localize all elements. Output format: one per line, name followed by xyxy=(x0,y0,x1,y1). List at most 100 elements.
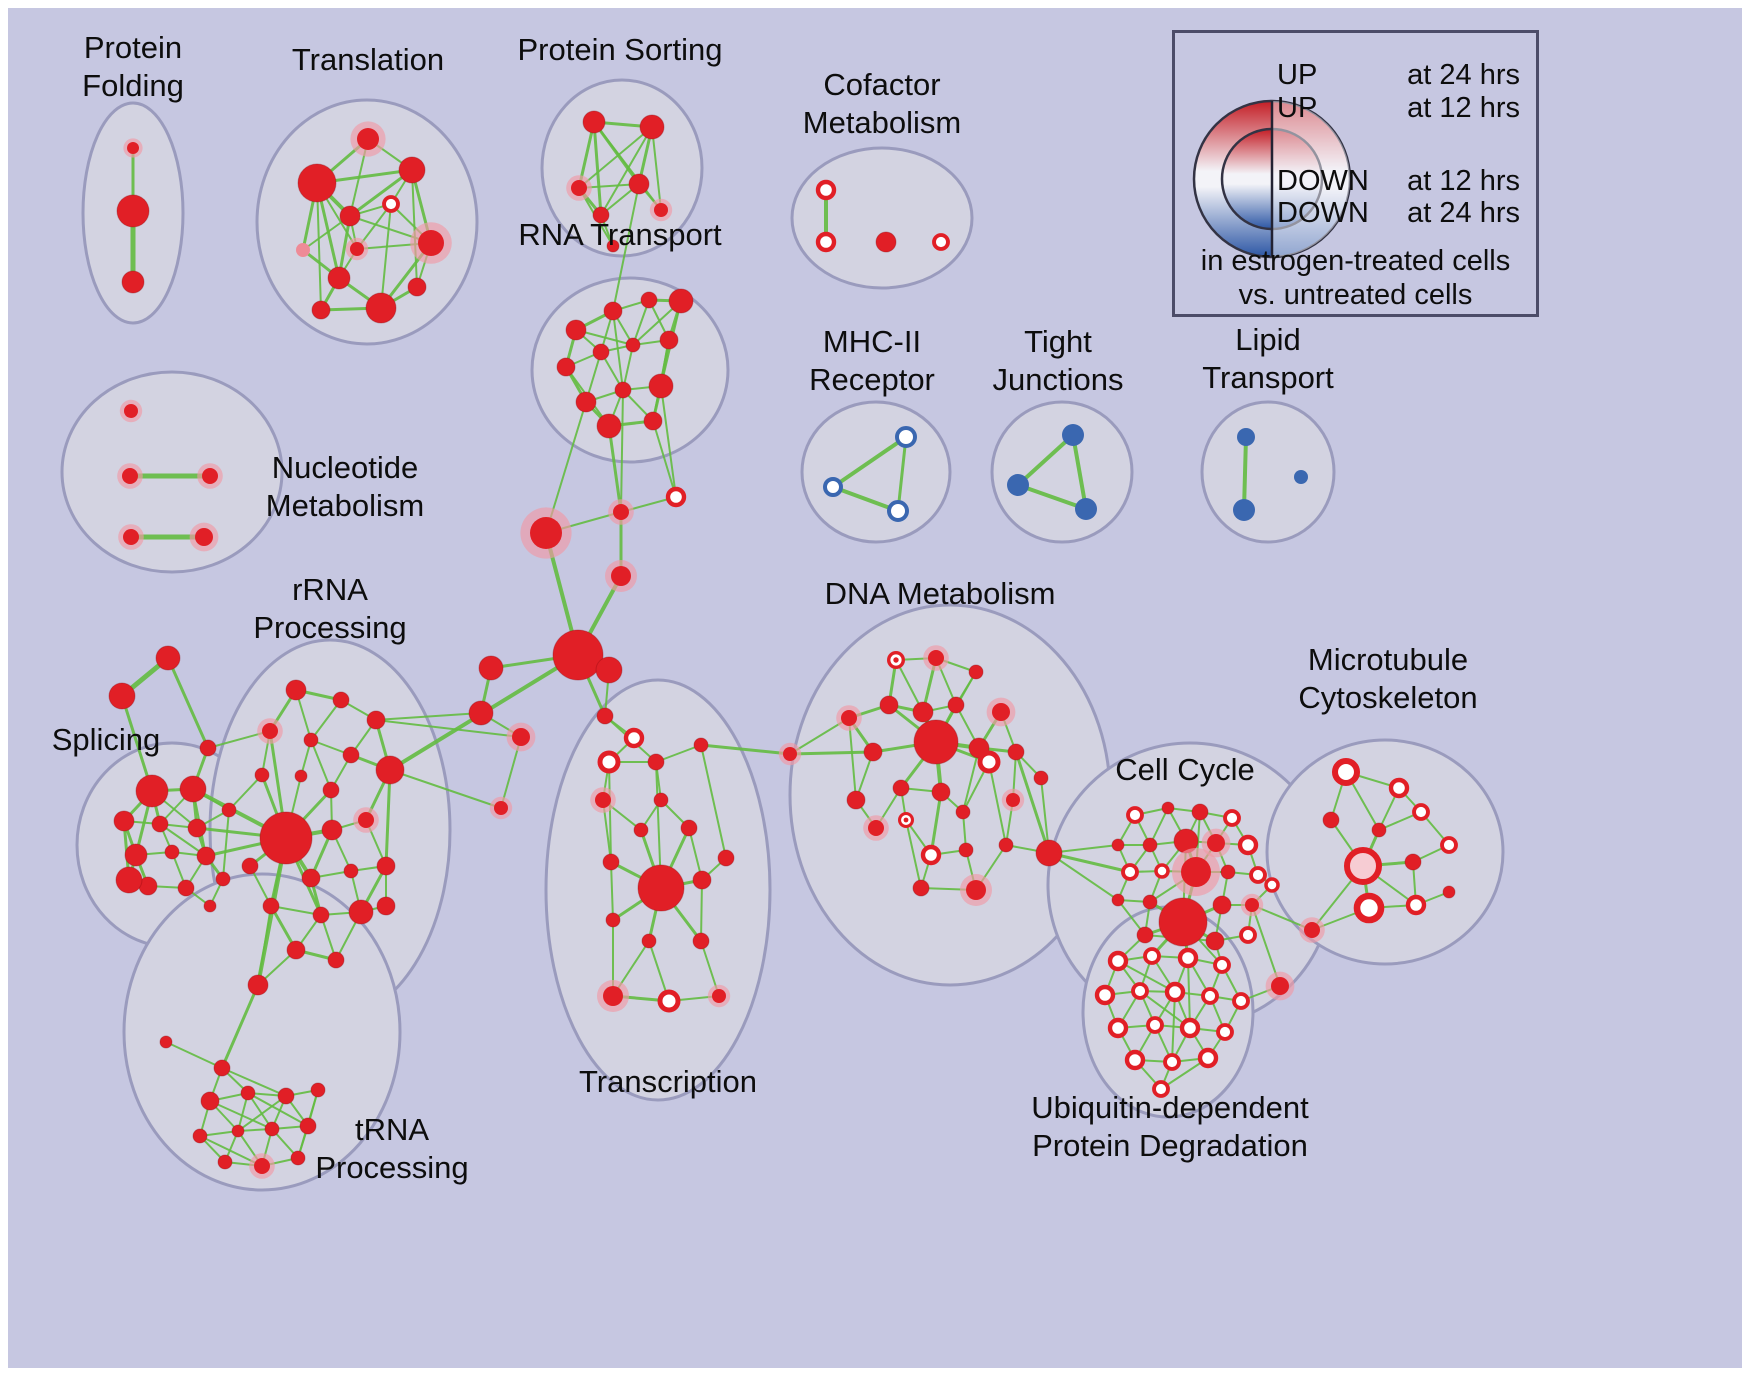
node-red-dna-metabolism-25 xyxy=(1033,770,1049,786)
cluster-label-nucleotide-metabolism: Nucleotide xyxy=(272,450,418,485)
node-halo-translation-5 xyxy=(410,222,452,264)
node-red-rrna-processing-19 xyxy=(348,899,374,925)
node-ring-ubiquitin-4 xyxy=(1094,984,1116,1006)
node-red-translation-2 xyxy=(398,156,426,184)
node-red-free-17 xyxy=(199,739,217,757)
edge xyxy=(620,389,624,513)
node-red-dna-metabolism-8 xyxy=(913,719,959,765)
node-red-cell-cycle-4 xyxy=(1111,838,1125,852)
node-red-rrna-processing-5 xyxy=(342,746,360,764)
edge xyxy=(220,983,260,1070)
node-ring-ubiquitin-5 xyxy=(1131,982,1149,1000)
cluster-label-cofactor-metabolism: Cofactor xyxy=(823,67,940,102)
edge xyxy=(700,744,727,859)
node-red-trna-processing-9 xyxy=(264,1121,280,1137)
node-red-protein-sorting-0 xyxy=(582,110,606,134)
edge xyxy=(1139,990,1191,1029)
node-red-trna-processing-3 xyxy=(200,1091,220,1111)
node-ring-ubiquitin-16 xyxy=(1152,1080,1170,1098)
node-red-translation-10 xyxy=(407,277,427,297)
node-ring-microtubule-cytoskeleton-7 xyxy=(1440,836,1458,854)
node-red-rrna-processing-13 xyxy=(241,857,259,875)
edge xyxy=(607,424,623,514)
node-red-protein-sorting-4 xyxy=(592,206,610,224)
edge xyxy=(848,717,857,801)
node-red-trna-processing-11 xyxy=(217,1154,233,1170)
node-red-protein-folding-2 xyxy=(121,270,145,294)
node-red-rrna-processing-17 xyxy=(262,897,280,915)
node-red-rna-transport-1 xyxy=(603,301,623,321)
node-red-rrna-processing-21 xyxy=(327,951,345,969)
edge xyxy=(592,120,603,217)
node-halo-transcription-3 xyxy=(590,787,616,813)
node-halo-rrna-processing-3 xyxy=(257,718,283,744)
node-halo-translation-11 xyxy=(345,237,369,261)
node-red-transcription-5 xyxy=(633,822,649,838)
cluster-label-rrna-processing: Processing xyxy=(253,610,406,645)
node-ring-dna-metabolism-19 xyxy=(920,844,942,866)
edge xyxy=(831,485,900,513)
node-ring-ubiquitin-8 xyxy=(1232,992,1250,1010)
cluster-label-ubiquitin: Protein Degradation xyxy=(1032,1128,1308,1163)
edge xyxy=(831,435,908,489)
edge xyxy=(375,719,522,738)
node-red-dna-metabolism-4 xyxy=(879,695,899,715)
cluster-label-trna-processing: Processing xyxy=(315,1150,468,1185)
node-red-splicing-4 xyxy=(187,818,207,838)
node-blue-tight-junctions-1 xyxy=(1007,474,1029,496)
node-red-rna-transport-7 xyxy=(659,330,679,350)
edge xyxy=(578,126,653,189)
node-red-cell-cycle-1 xyxy=(1161,801,1175,815)
node-halo-dna-metabolism-7 xyxy=(986,697,1016,727)
node-halo-free-8 xyxy=(506,722,536,752)
edge xyxy=(247,1092,273,1130)
node-red-dna-metabolism-22 xyxy=(912,879,930,897)
edge xyxy=(411,169,418,288)
node-ring-microtubule-cytoskeleton-1 xyxy=(1388,777,1410,799)
node-red-rrna-processing-16 xyxy=(376,856,396,876)
node-ring-cofactor-metabolism-0 xyxy=(815,179,837,201)
node-red-rna-transport-4 xyxy=(556,357,576,377)
node-red-dna-metabolism-11 xyxy=(863,742,883,762)
node-ring-cell-cycle-22 xyxy=(1239,926,1257,944)
node-red-splicing-0 xyxy=(135,774,169,808)
node-red-cell-cycle-21 xyxy=(1205,931,1225,951)
node-red-translation-0 xyxy=(297,163,337,203)
node-red-rrna-processing-11 xyxy=(321,819,343,841)
edge xyxy=(699,743,792,756)
node-halo-nucleotide-metabolism-4 xyxy=(189,522,219,552)
edge xyxy=(1187,957,1191,1029)
node-red-free-6 xyxy=(478,655,504,681)
edge xyxy=(1242,435,1248,512)
legend-time-label: at 12 hrs xyxy=(1407,92,1520,124)
node-red-rrna-processing-20 xyxy=(286,940,306,960)
edge xyxy=(1014,750,1051,855)
node-red-dna-metabolism-24 xyxy=(846,790,866,810)
node-red-cell-cycle-16 xyxy=(1158,897,1208,947)
node-red-transcription-13 xyxy=(692,932,710,950)
node-red-dna-metabolism-20 xyxy=(958,842,974,858)
cluster-label-protein-folding: Protein xyxy=(84,30,182,65)
node-red-microtubule-cytoskeleton-3 xyxy=(1371,822,1387,838)
legend-row-down-12: DOWN at 12 hrs xyxy=(1175,164,1536,198)
edge xyxy=(375,712,482,721)
edge xyxy=(310,699,342,741)
edge xyxy=(384,768,392,868)
cluster-label-microtubule-cytoskeleton: Microtubule xyxy=(1308,642,1468,677)
cluster-bubble-nucleotide-metabolism xyxy=(60,370,284,574)
node-ring-free-11 xyxy=(623,727,645,749)
node-ring-transcription-15 xyxy=(657,989,681,1013)
node-red-transcription-4 xyxy=(653,792,669,808)
legend-footer-line2: vs. untreated cells xyxy=(1238,279,1473,311)
node-red-rrna-processing-14 xyxy=(301,868,321,888)
node-red-rna-transport-8 xyxy=(575,391,597,413)
node-red-dna-metabolism-5 xyxy=(912,701,934,723)
cluster-label-lipid-transport: Lipid xyxy=(1235,322,1301,357)
node-halo-nucleotide-metabolism-0 xyxy=(119,399,143,423)
edge xyxy=(165,1041,223,1069)
node-halo-protein-folding-0 xyxy=(123,138,143,158)
node-red-rrna-processing-15 xyxy=(343,863,359,879)
legend-row-down-24: DOWN at 24 hrs xyxy=(1175,196,1536,230)
edge xyxy=(389,769,502,809)
